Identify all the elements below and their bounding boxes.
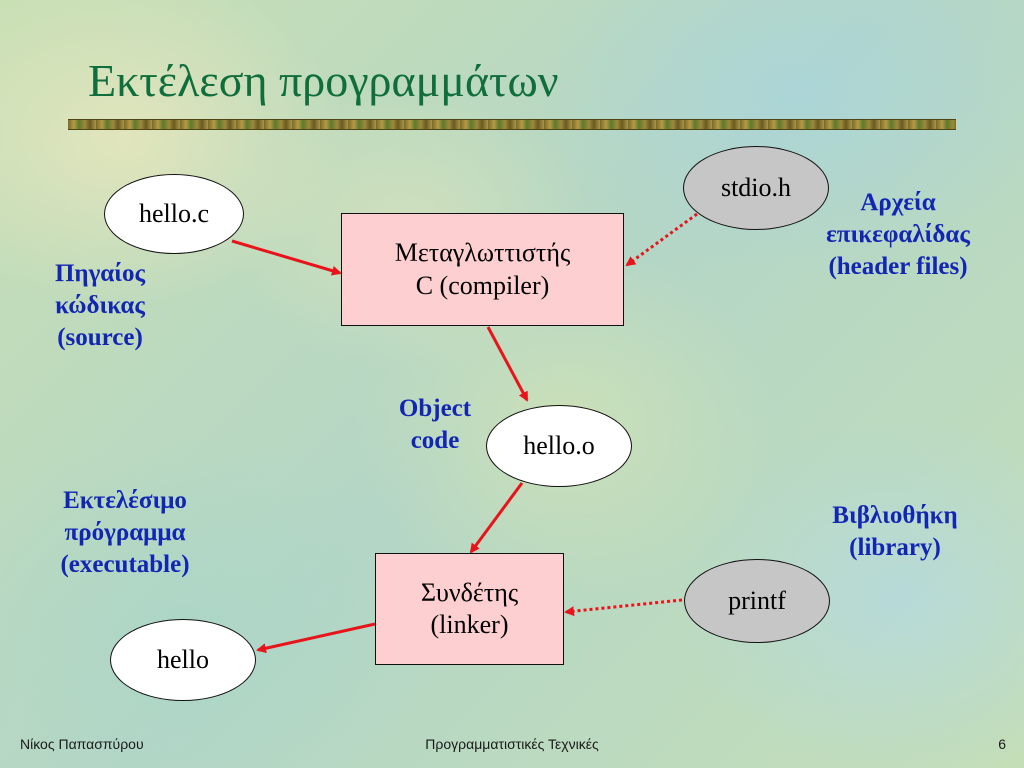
- header-caption: Αρχεία επικεφαλίδας (header files): [826, 189, 970, 280]
- object-file-node: hello.o: [486, 405, 632, 487]
- arrow-compiler-to-object: [486, 326, 529, 402]
- executable-node: hello: [110, 619, 256, 701]
- linker-box: Συνδέτης (linker): [375, 553, 564, 665]
- arrow-library-to-linker: [564, 598, 683, 617]
- footer-page-number: 6: [998, 736, 1006, 752]
- source-caption: Πηγαίος κώδικας (source): [54, 260, 146, 351]
- compiler-label-english: C (compiler): [415, 270, 550, 300]
- title-divider: [68, 119, 956, 130]
- footer-course: Προγραμματιστικές Τεχνικές: [425, 736, 599, 752]
- arrow-linker-to-executable: [256, 622, 376, 654]
- header-file-node: stdio.h: [683, 146, 829, 230]
- arrow-source-to-compiler: [231, 239, 342, 276]
- arrow-object-to-linker: [469, 482, 524, 554]
- compiler-label-greek: Μεταγλωττιστής: [394, 238, 571, 267]
- footer-author: Νίκος Παπασπύρου: [20, 736, 144, 752]
- page-title: Εκτέλεση προγραμμάτων: [88, 55, 559, 106]
- executable-caption: Εκτελέσιμο πρόγραμμα (executable): [60, 487, 190, 578]
- arrow-header-to-compiler: [625, 212, 698, 267]
- object-caption: Object code: [398, 395, 472, 454]
- compiler-box: Μεταγλωττιστής C (compiler): [341, 213, 624, 326]
- linker-label-greek: Συνδέτης: [420, 577, 519, 607]
- library-node: printf: [684, 559, 830, 643]
- source-file-node: hello.c: [104, 174, 244, 254]
- library-caption: Βιβλιοθήκη (library): [832, 502, 958, 561]
- linker-label-english: (linker): [430, 610, 509, 639]
